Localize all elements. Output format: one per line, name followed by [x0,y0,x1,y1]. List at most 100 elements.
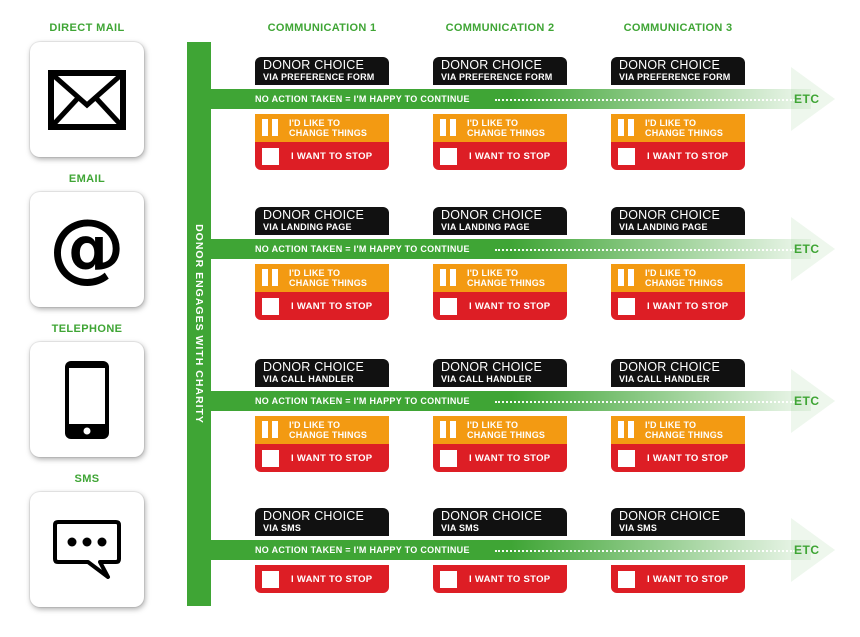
donor-choice-title: DONOR CHOICE [263,509,365,523]
change-line-1: I'D LIKE TO [289,118,341,128]
donor-choice-channel: VIA CALL HANDLER [263,374,354,384]
no-action-label: NO ACTION TAKEN = I'M HAPPY TO CONTINUE [255,396,470,406]
stop-option: I WANT TO STOP [255,292,389,320]
donor-choice-title: DONOR CHOICE [263,360,365,374]
stop-label: I WANT TO STOP [469,151,551,162]
stop-option: I WANT TO STOP [433,565,567,593]
change-line-2: CHANGE THINGS [467,430,546,440]
channel-label-sms: SMS [74,473,100,485]
pause-icon [618,119,635,136]
donor-choice-channel: VIA LANDING PAGE [441,222,530,232]
stop-label: I WANT TO STOP [469,574,551,585]
mobile-phone-icon [65,360,109,439]
arrow-head [791,518,835,582]
change-line-2: CHANGE THINGS [289,430,368,440]
stop-label: I WANT TO STOP [291,151,373,162]
stop-label: I WANT TO STOP [469,301,551,312]
engagement-bar-label: DONOR ENGAGES WITH CHARITY [193,224,205,424]
pause-icon [262,421,279,438]
stop-icon [262,571,279,588]
pause-icon [440,421,457,438]
donor-choice-title: DONOR CHOICE [263,58,365,72]
change-line-2: CHANGE THINGS [289,278,368,288]
change-line-1: I'D LIKE TO [289,268,341,278]
channel-tile-sms [30,492,144,607]
stop-icon [440,571,457,588]
stop-option: I WANT TO STOP [433,292,567,320]
stop-icon [262,298,279,315]
change-line-2: CHANGE THINGS [645,128,724,138]
donor-choice-channel: VIA SMS [263,523,302,533]
arrow-dotted-line [495,249,795,251]
change-line-2: CHANGE THINGS [289,128,368,138]
stop-icon [440,298,457,315]
change-line-1: I'D LIKE TO [467,118,519,128]
donor-choice-channel: VIA LANDING PAGE [619,222,708,232]
donor-choice-channel: VIA SMS [441,523,480,533]
arrow-head [791,217,835,281]
donor-choice-title: DONOR CHOICE [619,360,721,374]
stop-option: I WANT TO STOP [255,142,389,170]
donor-choice-title: DONOR CHOICE [441,208,543,222]
pause-icon [618,421,635,438]
donor-choice-title: DONOR CHOICE [619,509,721,523]
donor-choice-channel: VIA CALL HANDLER [619,374,710,384]
no-action-label: NO ACTION TAKEN = I'M HAPPY TO CONTINUE [255,545,470,555]
change-line-1: I'D LIKE TO [289,420,341,430]
change-line-1: I'D LIKE TO [467,268,519,278]
donor-choice-channel: VIA PREFERENCE FORM [441,72,553,82]
channel-label-email: EMAIL [68,173,106,185]
change-line-2: CHANGE THINGS [467,278,546,288]
donor-choice-title: DONOR CHOICE [441,509,543,523]
arrow-row-3: NO ACTION TAKEN = I'M HAPPY TO CONTINUE [211,369,835,433]
stop-icon [618,450,635,467]
stop-icon [440,148,457,165]
pause-icon [262,269,279,286]
stop-label: I WANT TO STOP [647,574,729,585]
channel-tile-direct-mail [30,42,144,157]
pause-icon [440,119,457,136]
donor-choice-title: DONOR CHOICE [619,58,721,72]
donor-choice-title: DONOR CHOICE [263,208,365,222]
at-sign-icon: @ [49,201,125,291]
change-line-1: I'D LIKE TO [645,118,697,128]
stop-option: I WANT TO STOP [433,142,567,170]
stop-icon [262,450,279,467]
etc-label: ETC [794,92,820,106]
etc-label: ETC [794,242,820,256]
pause-icon [618,269,635,286]
arrow-dotted-line [495,401,795,403]
stop-option: I WANT TO STOP [433,444,567,472]
header-communication-2: COMMUNICATION 2 [445,22,555,34]
pause-icon [440,269,457,286]
arrow-dotted-line [495,550,795,552]
channel-label-direct-mail: DIRECT MAIL [49,22,125,34]
arrow-row-1: NO ACTION TAKEN = I'M HAPPY TO CONTINUE [211,67,835,131]
change-line-1: I'D LIKE TO [645,268,697,278]
stop-icon [618,148,635,165]
no-action-label: NO ACTION TAKEN = I'M HAPPY TO CONTINUE [255,244,470,254]
donor-choice-channel: VIA LANDING PAGE [263,222,352,232]
change-line-2: CHANGE THINGS [645,278,724,288]
channel-tile-email: @ [30,192,144,307]
arrow-head [791,67,835,131]
stop-label: I WANT TO STOP [647,151,729,162]
arrow-head [791,369,835,433]
etc-label: ETC [794,543,820,557]
